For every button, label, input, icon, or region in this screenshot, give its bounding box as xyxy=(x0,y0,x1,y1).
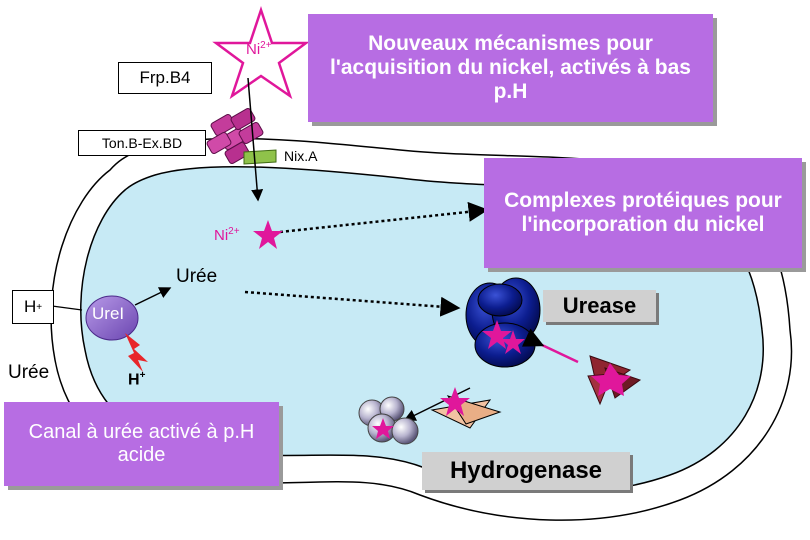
h-out-label: H+ xyxy=(12,290,54,324)
uree-inner-label: Urée xyxy=(176,266,218,287)
tonb-label: Ton.B-Ex.BD xyxy=(78,130,206,156)
complex-to-hydrogenase-arrow xyxy=(403,387,471,421)
urease-label-text: Urease xyxy=(562,293,637,318)
urease-label: Urease xyxy=(543,290,656,322)
lightning-bolt xyxy=(125,333,148,372)
nixa-transporter xyxy=(243,149,277,165)
title-box: Nouveaux mécanismes pour l'acquisition d… xyxy=(308,14,713,122)
hydrogenase-label: Hydrogenase xyxy=(422,452,630,490)
complex-box: Complexes protéiques pour l'incorporatio… xyxy=(484,158,802,268)
ni-top-label: Ni2+ xyxy=(246,40,272,58)
frpb4-protein xyxy=(206,108,264,164)
urei-label: UreI xyxy=(92,304,125,323)
urease-to-complex-arrow xyxy=(521,328,579,364)
channel-text: Canal à urée activé à p.H acide xyxy=(28,421,255,466)
channel-box: Canal à urée activé à p.H acide xyxy=(4,402,279,486)
hydrogenase-label-text: Hydrogenase xyxy=(449,457,603,484)
uree-out-label: Urée xyxy=(8,362,50,383)
urease-complex xyxy=(465,277,541,368)
ni-to-complex-arrow xyxy=(279,201,489,234)
ni-path-line xyxy=(247,77,264,202)
nixa-label: Nix.A xyxy=(284,148,318,164)
ni-inner-label: Ni2+ xyxy=(214,226,240,244)
urei-to-uree-arrow xyxy=(134,287,172,306)
maturation-complex xyxy=(587,355,642,406)
hydrogenase-spheres xyxy=(358,396,419,445)
ni-star-outline xyxy=(212,6,310,100)
h-to-urei-arrow xyxy=(51,305,83,311)
title-text: Nouveaux mécanismes pour l'acquisition d… xyxy=(330,31,691,104)
ni-star-inner xyxy=(253,220,283,249)
h-in-label: H+ xyxy=(128,370,146,389)
hydrogenase-accessory xyxy=(430,387,502,429)
complex-text: Complexes protéiques pour l'incorporatio… xyxy=(504,188,782,236)
urei-channel xyxy=(85,295,139,341)
frpb4-label: Frp.B4 xyxy=(118,62,212,94)
